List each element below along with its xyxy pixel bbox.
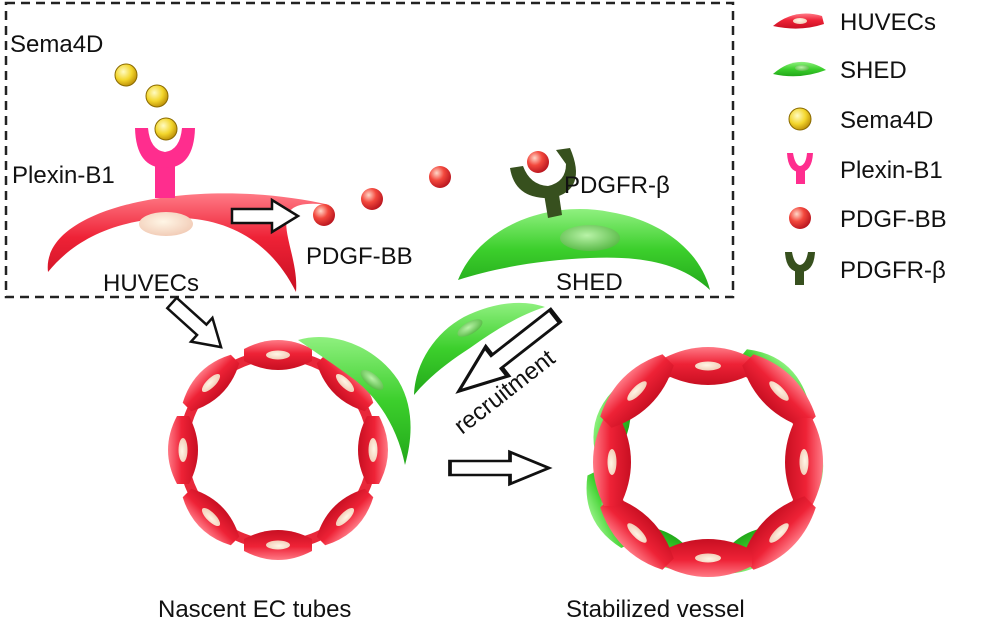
- sema4d-ball-icon: [788, 107, 812, 131]
- shed-cell: [458, 209, 710, 290]
- pdgfr-beta-label: PDGFR-β: [564, 172, 670, 199]
- sema4d-label: Sema4D: [10, 31, 103, 58]
- legend-label: Sema4D: [840, 107, 933, 134]
- legend-item-plexin-b1: Plexin-B1: [787, 153, 943, 184]
- legend-item-pdgfr-beta: PDGFR-β: [785, 252, 946, 285]
- pdgf-ball-icon: [789, 207, 811, 229]
- pdgfr-beta-receptor: [510, 148, 576, 218]
- legend-label: SHED: [840, 57, 907, 84]
- stabilization-arrow: [448, 450, 551, 486]
- recruited-shed-cells: [298, 302, 545, 465]
- huvec-to-tube-arrow: [160, 289, 234, 361]
- legend: HUVECs SHED Sema4D Plexin-B1 PDGF-BB: [773, 9, 947, 285]
- legend-item-huvecs: HUVECs: [773, 9, 936, 36]
- legend-label: PDGFR-β: [840, 257, 946, 284]
- pdgf-bb-label: PDGF-BB: [306, 243, 413, 270]
- legend-item-sema4d: Sema4D: [788, 107, 933, 134]
- plexin-receptor-icon: [787, 153, 813, 184]
- huvecs-label: HUVECs: [103, 270, 199, 297]
- legend-label: Plexin-B1: [840, 157, 943, 184]
- shed-label: SHED: [556, 269, 623, 296]
- pdgfr-receptor-icon: [785, 252, 815, 285]
- legend-item-shed: SHED: [773, 57, 907, 84]
- legend-label: PDGF-BB: [840, 206, 947, 233]
- nascent-ec-tubes-label: Nascent EC tubes: [158, 596, 351, 623]
- pdgf-bb-ligands: [313, 151, 549, 226]
- signaling-region-box: [4, 1, 735, 299]
- sema4d-ligands: [114, 63, 178, 141]
- nascent-ec-tube: [168, 340, 388, 560]
- shed-cell-icon: [773, 61, 826, 77]
- plexin-b1-receptor: [135, 128, 195, 198]
- legend-item-pdgf-bb: PDGF-BB: [789, 206, 947, 233]
- stabilized-vessel-label: Stabilized vessel: [566, 596, 745, 623]
- stabilized-vessel: [575, 339, 827, 585]
- huvec-cell-icon: [773, 13, 824, 29]
- plexin-b1-label: Plexin-B1: [12, 162, 115, 189]
- legend-label: HUVECs: [840, 9, 936, 36]
